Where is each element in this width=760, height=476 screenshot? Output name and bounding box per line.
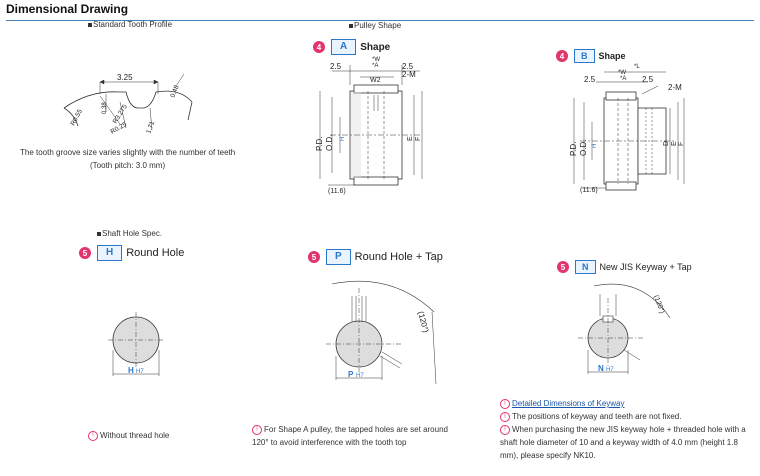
hole-p-code[interactable]: P <box>326 249 351 265</box>
shape-b-dim-f: F <box>678 142 685 146</box>
page-title: Dimensional Drawing <box>6 2 129 16</box>
tooth-profile-diagram: 3.25 R0.55 0.38 R3.275 R0.25 1.71 0.48 <box>63 73 193 136</box>
hole-n-dim: N <box>598 364 604 373</box>
shape-b-dim-od: O.D. <box>579 140 588 156</box>
hole-p-badge: 5 P Round Hole + Tap <box>308 249 443 265</box>
shape-a-dim-w: *W <box>372 57 380 63</box>
hole-h-tol: H7 <box>136 369 144 375</box>
shape-a-dim-h: H <box>340 137 346 141</box>
hole-h-badge: 5 H Round Hole <box>79 245 184 261</box>
hole-n-angle: (120°) <box>652 294 666 315</box>
shape-a-dim-pd: P.D. <box>315 136 324 151</box>
shape-a-dim-od: O.D. <box>325 135 334 151</box>
hole-p-label: Round Hole + Tap <box>354 251 443 263</box>
tooth-profile-caption-2: (Tooth pitch: 3.0 mm) <box>90 161 166 170</box>
shape-a-dim-f: F <box>415 137 422 141</box>
shape-b-dim-h: H <box>592 144 598 148</box>
title-divider <box>6 20 754 21</box>
hole-h-number: 5 <box>79 247 91 259</box>
hole-n-number: 5 <box>557 261 569 273</box>
r038-label: 0.38 <box>102 102 108 114</box>
hole-p-note: !For Shape A pulley, the tapped holes ar… <box>252 424 448 447</box>
shape-b-label: Shape <box>598 51 626 61</box>
shape-b-dim-2-5-left: 2.5 <box>584 75 596 84</box>
shape-a-dim-a: *A <box>372 63 378 69</box>
hole-h-label: Round Hole <box>126 247 185 259</box>
shape-b-dim-pd: P.D. <box>569 141 578 156</box>
tooth-profile-caption-1: The tooth groove size varies slightly wi… <box>20 148 236 157</box>
hole-n-label: New JIS Keyway + Tap <box>599 262 692 272</box>
shape-a-dim-2-5-right: 2.5 <box>402 62 414 71</box>
hole-n-tol: H7 <box>606 367 614 373</box>
shape-b-dim-w: *W <box>618 70 626 76</box>
r048-label: 0.48 <box>169 84 180 99</box>
r055-label: R0.55 <box>70 108 85 127</box>
hole-h-dim: H <box>128 366 134 375</box>
shape-b-dim-a: *A <box>620 76 626 82</box>
hole-n-diagram: (120°) N H7 <box>578 283 671 374</box>
hole-n-notes: !Detailed Dimensions of Keyway !The posi… <box>500 398 746 460</box>
shape-b-dim-2m: 2-M <box>668 83 682 92</box>
section-label-pulley-shape: Pulley Shape <box>349 21 401 30</box>
hole-p-dim: P <box>348 370 354 379</box>
shape-b-diagram: *L *W *A 2.5 2.5 2-M P.D. O.D. H D E F (… <box>569 64 685 194</box>
hole-n-code[interactable]: N <box>575 260 596 274</box>
info-icon: ! <box>252 424 262 435</box>
hole-h-note: !Without thread hole <box>88 429 169 442</box>
hole-p-angle: (120°) <box>416 310 430 334</box>
hole-n-badge: 5 N New JIS Keyway + Tap <box>557 260 692 274</box>
pitch-dim-label: 3.25 <box>117 73 133 82</box>
section-label-tooth-profile: Standard Tooth Profile <box>88 20 172 29</box>
shape-a-dim-w2: W2 <box>370 77 381 84</box>
shape-a-number: 4 <box>313 41 325 53</box>
info-icon: ! <box>500 424 510 435</box>
hole-p-diagram: (120°) P H7 <box>326 281 437 385</box>
shape-b-badge: 4 B Shape <box>556 49 626 63</box>
shape-b-dim-e: E <box>671 141 678 146</box>
info-icon: ! <box>88 430 98 441</box>
shape-a-dim-e: E <box>407 136 414 141</box>
shape-a-label: Shape <box>360 41 391 53</box>
shape-a-badge: 4 A Shape <box>313 39 390 55</box>
hole-h-code[interactable]: H <box>97 245 123 261</box>
info-icon: ! <box>500 398 510 409</box>
shape-a-dim-2-5-left: 2.5 <box>330 62 342 71</box>
section-label-shaft-hole: Shaft Hole Spec. <box>97 229 162 238</box>
shape-b-code[interactable]: B <box>574 49 595 63</box>
shape-a-code[interactable]: A <box>331 39 357 55</box>
shape-b-dim-11-6: (11.6) <box>580 187 598 194</box>
keyway-details-link[interactable]: Detailed Dimensions of Keyway <box>512 399 625 408</box>
r3275-label: R3.275 <box>112 103 129 125</box>
shape-b-dim-l: *L <box>634 64 640 70</box>
shape-b-number: 4 <box>556 50 568 62</box>
shape-b-dim-2-5-right: 2.5 <box>642 75 654 84</box>
shape-a-dim-2m: 2-M <box>402 70 416 79</box>
hole-h-diagram: H H7 <box>108 312 164 376</box>
shape-b-dim-d: D <box>663 141 670 146</box>
hole-p-number: 5 <box>308 251 320 263</box>
shape-a-diagram: 2.5 2.5 *W *A W2 2-M P.D. O.D. H E F (11… <box>315 57 423 195</box>
hole-p-tol: H7 <box>356 373 364 379</box>
r171-label: 1.71 <box>145 120 156 135</box>
info-icon: ! <box>500 411 510 422</box>
shape-a-dim-11-6: (11.6) <box>328 188 346 195</box>
